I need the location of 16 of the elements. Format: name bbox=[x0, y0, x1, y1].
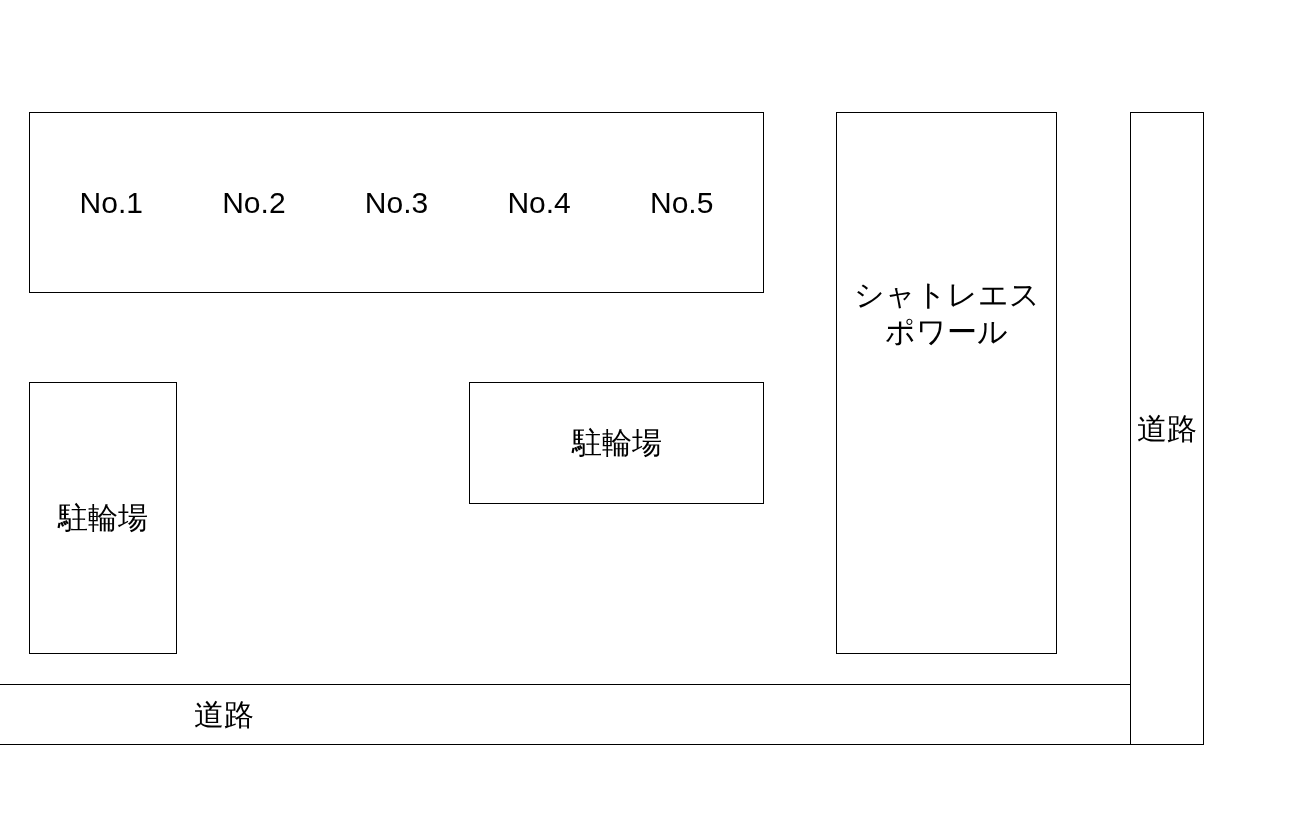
building-box bbox=[836, 112, 1057, 654]
label-text: No.4 bbox=[507, 184, 571, 221]
road-box bbox=[0, 684, 1131, 745]
label-text: 道路 bbox=[1137, 410, 1197, 447]
bicycle-parking-box bbox=[29, 382, 177, 654]
label-text: シャトレエスポワール bbox=[852, 276, 1041, 350]
bicycle-parking-box bbox=[469, 382, 764, 504]
road-box bbox=[1130, 112, 1204, 745]
label-text: 道路 bbox=[194, 696, 254, 733]
label-text: 駐輪場 bbox=[58, 500, 148, 537]
label-text: No.1 bbox=[79, 184, 143, 221]
label-text: 駐輪場 bbox=[571, 425, 662, 462]
label-text: No.3 bbox=[364, 184, 429, 221]
label-text: No.5 bbox=[650, 184, 714, 221]
building-box bbox=[29, 112, 764, 293]
label-text: No.2 bbox=[222, 184, 286, 221]
